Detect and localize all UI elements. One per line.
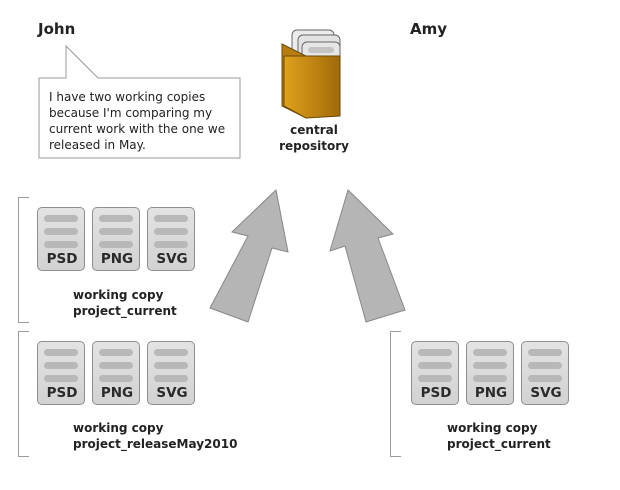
working-copy-bracket-3 [390,331,401,457]
file-icon-png: PNG [92,341,140,405]
file-icon-psd: PSD [411,341,459,405]
speech-bubble-text: I have two working copies because I'm co… [49,90,226,152]
file-type-label: SVG [530,385,562,401]
repository-caption-line2: repository [279,139,349,153]
file-icon-psd: PSD [37,341,85,405]
file-type-label: PNG [100,251,134,267]
file-icon-png: PNG [92,207,140,271]
repository-caption: central repository [272,122,356,154]
person-label-john: John [38,20,76,38]
file-icon-svg: SVG [521,341,569,405]
arrow-john-to-repo [209,189,289,323]
caption-line2: project_current [447,437,551,451]
caption-line1: working copy [73,288,164,302]
file-type-label: SVG [156,251,188,267]
working-copy-caption-2: working copy project_releaseMay2010 [73,420,237,452]
file-icon-svg: SVG [147,341,195,405]
speech-bubble-shape [38,44,241,159]
working-copy-bracket-1 [18,197,29,323]
working-copy-caption-1: working copy project_current [73,287,177,319]
working-copy-bracket-2 [18,331,29,457]
file-type-label: SVG [156,385,188,401]
file-type-label: PNG [100,385,134,401]
file-icon-svg: SVG [147,207,195,271]
caption-line1: working copy [447,421,538,435]
caption-line1: working copy [73,421,164,435]
file-icon-png: PNG [466,341,514,405]
file-icon-psd: PSD [37,207,85,271]
caption-line2: project_releaseMay2010 [73,437,238,451]
repository-caption-line1: central [290,123,338,137]
file-type-label: PSD [46,251,78,267]
repository-icon [281,29,341,119]
person-label-amy: Amy [410,20,448,38]
caption-line2: project_current [73,304,177,318]
file-type-label: PNG [474,385,508,401]
arrow-amy-to-repo [329,189,406,323]
file-type-label: PSD [420,385,452,401]
file-type-label: PSD [46,385,78,401]
working-copy-caption-3: working copy project_current [447,420,551,452]
